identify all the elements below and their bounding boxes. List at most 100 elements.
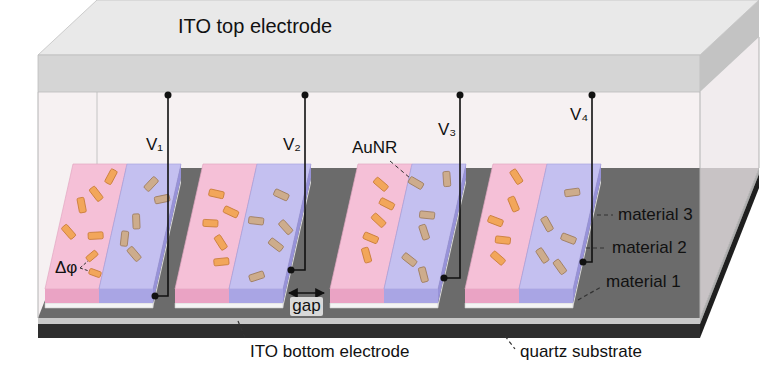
box-edge	[38, 92, 39, 318]
electrode-layer: ITO top electrode	[172, 13, 341, 42]
gold-nanorod	[418, 266, 429, 282]
leader-line	[586, 247, 607, 248]
material2-blue-side	[573, 164, 601, 303]
angle-leader	[80, 268, 89, 271]
gold-nanorod	[248, 271, 264, 282]
gold-nanorod	[564, 188, 580, 197]
material2-pink-front	[175, 289, 229, 303]
gold-nanorod	[540, 216, 553, 233]
gold-nanorod	[371, 213, 387, 228]
gold-nanorod	[535, 247, 549, 263]
gold-nanorod	[373, 177, 389, 192]
wire-contact-dot	[152, 293, 159, 300]
gold-nanorod	[223, 206, 240, 219]
voltage-wire	[155, 95, 168, 296]
gold-nanorod	[89, 186, 104, 202]
gold-nanorod	[214, 258, 230, 266]
gold-nanorod	[273, 189, 290, 202]
angle-leader	[80, 261, 88, 268]
gold-nanorod	[379, 197, 396, 210]
gold-nanorod	[88, 268, 101, 278]
gold-nanorod	[88, 232, 103, 240]
material1-front	[465, 303, 573, 308]
gold-nanorod	[268, 237, 284, 252]
material2-blue-front	[384, 289, 438, 303]
voltage-label: V₃	[438, 120, 456, 140]
box-edge	[700, 92, 701, 318]
part-label: AuNR	[352, 138, 397, 158]
bottom-electrode-side	[700, 168, 759, 324]
layer-label: ITO bottom electrode	[250, 342, 409, 362]
wire-contact-dot	[288, 267, 295, 274]
material-label: material 2	[612, 238, 687, 258]
material2-blue-side	[438, 164, 466, 303]
material2-pink-front	[465, 289, 519, 303]
gap-arrow	[289, 292, 324, 293]
gold-nanorod	[495, 236, 511, 245]
gold-nanorod	[248, 216, 264, 225]
gold-nanorod	[61, 224, 76, 240]
gold-nanorod	[132, 214, 140, 229]
material2-pink-front	[45, 289, 99, 303]
material2-blue-front	[519, 289, 573, 303]
voltage-label: V₄	[570, 105, 588, 125]
box-edge	[759, 37, 760, 168]
leader-line	[578, 287, 601, 300]
material2-blue-front	[229, 289, 283, 303]
bottom-electrode-front	[38, 318, 700, 324]
layer-name: ITO top electrode	[178, 15, 335, 38]
gold-nanorod	[553, 259, 567, 275]
angle-label: Δφ	[55, 258, 77, 278]
wire-contact-dot	[441, 275, 448, 282]
gold-nanorod	[419, 211, 435, 219]
wire-contact-dot	[302, 92, 309, 99]
material-label: material 3	[618, 205, 693, 225]
voltage-label: V₂	[283, 135, 301, 155]
gold-nanorod	[85, 250, 98, 262]
wire-contact-dot	[165, 92, 172, 99]
gold-nanorod	[401, 252, 417, 267]
gold-nanorod	[77, 197, 87, 213]
dimension-label: gap	[290, 297, 322, 316]
material-label: material 1	[606, 272, 681, 292]
wire-contact-dot	[589, 92, 596, 99]
gold-nanorod	[363, 232, 380, 244]
top-electrode-front-face	[38, 55, 700, 92]
gold-nanorod	[361, 247, 372, 263]
gold-nanorod	[408, 176, 424, 190]
gold-nanorod	[487, 215, 504, 227]
gold-nanorod	[127, 246, 142, 262]
gold-nanorod	[507, 196, 519, 213]
wire-contact-dot	[580, 259, 587, 266]
top-electrode-top-face	[38, 0, 759, 55]
gold-nanorod	[143, 176, 158, 192]
gold-nanorod	[443, 171, 451, 186]
gold-nanorod	[490, 251, 506, 266]
material2-blue-front	[99, 289, 153, 303]
layer-label: quartz substrate	[520, 342, 642, 362]
gold-nanorod	[120, 231, 129, 247]
gold-nanorod	[560, 233, 577, 245]
quartz-substrate-side	[700, 174, 759, 338]
leader-line	[505, 336, 515, 349]
material1-front	[45, 303, 153, 308]
quartz-substrate-front	[38, 324, 700, 338]
voltage-wire	[291, 95, 305, 270]
gold-nanorod	[104, 168, 117, 185]
gold-nanorod	[418, 224, 429, 240]
leader-line	[597, 214, 613, 215]
gold-nanorod	[278, 219, 293, 235]
wire-contact-dot	[457, 92, 464, 99]
gold-nanorod	[214, 234, 228, 250]
gold-nanorod	[208, 189, 224, 199]
material1-front	[175, 303, 283, 308]
leader-line	[238, 321, 246, 340]
material2-pink-front	[330, 289, 384, 303]
voltage-label: V₁	[146, 135, 163, 155]
gold-nanorod	[509, 168, 523, 184]
top-electrode-side-face	[700, 0, 759, 92]
gold-nanorod	[203, 219, 218, 227]
material1-front	[330, 303, 438, 308]
